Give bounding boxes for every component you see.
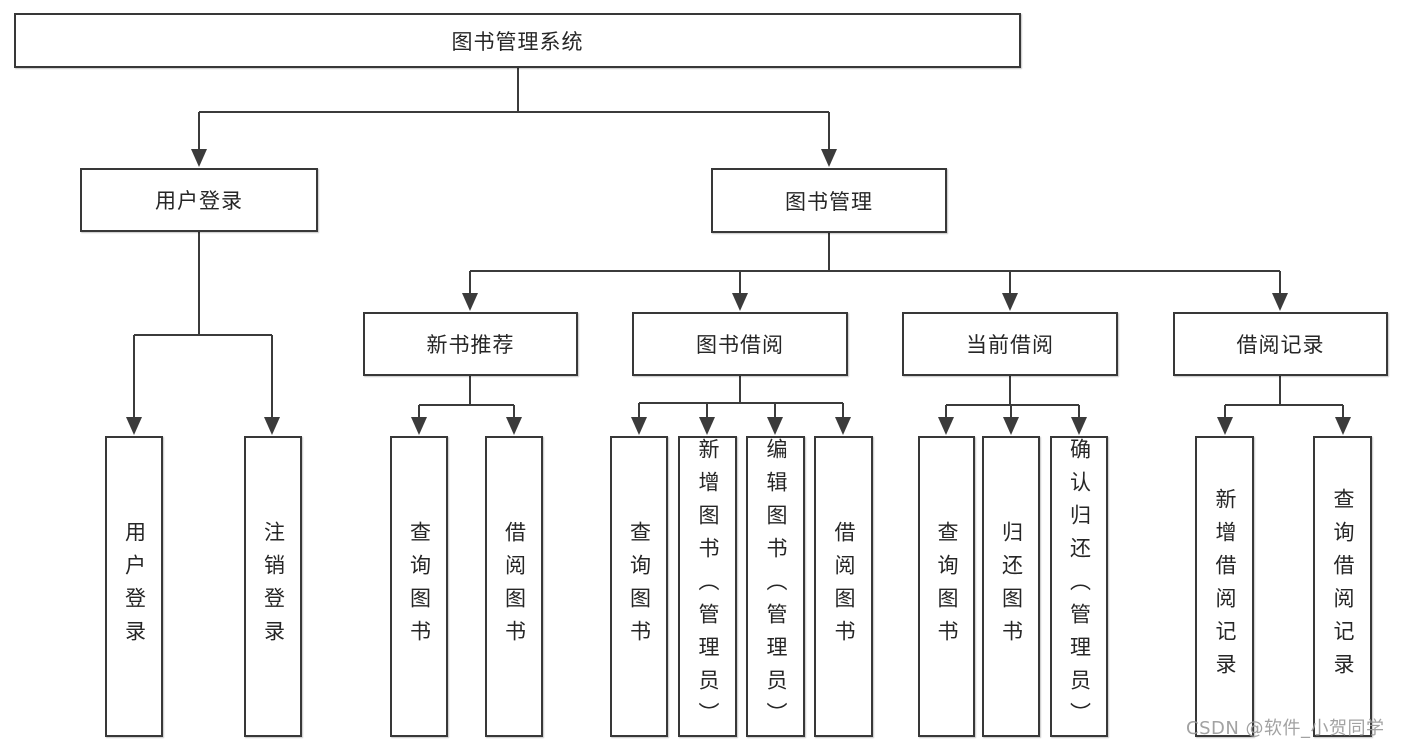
arrowhead [631, 417, 647, 435]
node-label: 用户登录 [122, 520, 147, 653]
node-label: 编辑图书（管理员） [764, 438, 788, 735]
arrowhead [821, 149, 837, 167]
arrowhead [699, 417, 715, 435]
leaf-query-borrow-record: 查询借阅记录 [1313, 436, 1372, 737]
leaf-query-books: 查询图书 [610, 436, 668, 737]
leaf-return-books: 归还图书 [982, 436, 1040, 737]
arrowhead [506, 417, 522, 435]
leaf-add-borrow-record: 新增借阅记录 [1195, 436, 1254, 737]
leaf-user-login: 用户登录 [105, 436, 163, 737]
arrowhead [264, 417, 280, 435]
arrowhead [126, 417, 142, 435]
node-label: 查询图书 [627, 520, 652, 653]
connector-current-to-leaves [945, 376, 1080, 418]
node-label: 图书借阅 [696, 333, 784, 357]
node-book-borrow: 图书借阅 [632, 312, 848, 376]
node-label: 用户登录 [155, 189, 243, 213]
arrowhead [835, 417, 851, 435]
leaf-query-books: 查询图书 [918, 436, 975, 737]
arrowhead [732, 293, 748, 311]
leaf-edit-books-admin: 编辑图书（管理员） [746, 436, 805, 737]
arrowhead [462, 293, 478, 311]
connector-records-to-leaves [1224, 376, 1344, 418]
arrowhead [1002, 293, 1018, 311]
node-borrow-records: 借阅记录 [1173, 312, 1388, 376]
node-current-borrow: 当前借阅 [902, 312, 1118, 376]
node-label: 归还图书 [999, 520, 1024, 653]
connector-borrow-to-leaves [638, 376, 844, 418]
node-new-book-recommend: 新书推荐 [363, 312, 578, 376]
node-label: 新增借阅记录 [1213, 487, 1237, 686]
arrowhead [1335, 417, 1351, 435]
leaf-logout: 注销登录 [244, 436, 302, 737]
leaf-confirm-return-admin: 确认归还（管理员） [1050, 436, 1108, 737]
arrowhead [1003, 417, 1019, 435]
node-label: 图书管理 [785, 189, 873, 214]
node-label: 注销登录 [261, 520, 286, 653]
csdn-watermark: CSDN @软件_小贺同学 [1186, 718, 1385, 739]
leaf-add-books-admin: 新增图书（管理员） [678, 436, 737, 737]
node-book-management: 图书管理 [711, 168, 947, 233]
node-root-library-system: 图书管理系统 [14, 13, 1021, 68]
arrowhead [1071, 417, 1087, 435]
node-label: 图书管理系统 [451, 29, 584, 54]
node-label: 查询借阅记录 [1331, 487, 1355, 686]
connector-newbook-to-leaves [418, 376, 515, 418]
node-label: 查询图书 [407, 520, 432, 653]
leaf-borrow-books: 借阅图书 [814, 436, 873, 737]
node-label: 新书推荐 [426, 333, 515, 357]
arrowhead [1272, 293, 1288, 311]
node-label: 借阅图书 [832, 520, 856, 653]
arrowhead [411, 417, 427, 435]
connector-root-to-level2 [198, 68, 830, 150]
leaf-query-books: 查询图书 [390, 436, 448, 737]
node-label: 借阅记录 [1236, 333, 1325, 357]
leaf-borrow-books: 借阅图书 [485, 436, 543, 737]
node-label: 新增图书（管理员） [696, 438, 720, 735]
arrowhead [938, 417, 954, 435]
node-label: 借阅图书 [502, 520, 527, 653]
arrowhead [767, 417, 783, 435]
arrowhead [1217, 417, 1233, 435]
connector-mgmt-to-level3 [469, 233, 1281, 294]
node-user-login: 用户登录 [80, 168, 318, 232]
node-label: 当前借阅 [966, 333, 1054, 357]
arrowhead [191, 149, 207, 167]
node-label: 查询图书 [935, 520, 959, 653]
connector-login-to-leaves [133, 232, 273, 418]
node-label: 确认归还（管理员） [1067, 438, 1092, 735]
